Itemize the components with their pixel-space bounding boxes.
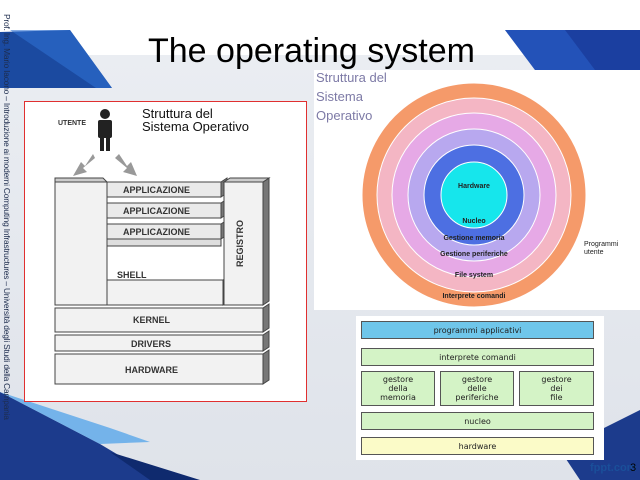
ring-label-5: Hardware	[458, 183, 490, 190]
ring-label-0: Interprete comandi	[442, 293, 505, 300]
hardware-label: HARDWARE	[125, 365, 178, 375]
kernel-block	[54, 303, 270, 333]
slide-title: The operating system	[148, 32, 475, 70]
top-left-decoration	[0, 30, 140, 90]
top-right-decoration	[505, 30, 640, 72]
drivers-block	[54, 330, 270, 352]
app-label-1: APPLICAZIONE	[123, 185, 190, 195]
concentric-rings-diagram: Struttura del Sistema Operativo Interpre…	[314, 70, 640, 310]
shell-layer: interprete comandi	[361, 348, 594, 366]
user-figure-icon	[98, 109, 112, 151]
rings-title-line3: Operativo	[316, 108, 372, 123]
os-structure-svg: UTENTE Struttura del Sistema Operativo S…	[54, 106, 271, 385]
shell-label: SHELL	[117, 270, 147, 280]
app-boxes	[106, 177, 228, 247]
fppt-logo: fppt.com	[590, 462, 637, 474]
rings-group: Interprete comandi File system Gestione pe…	[361, 82, 587, 308]
apps-layer: programmi applicativi	[361, 321, 594, 339]
rings-title-line1: Struttura del	[316, 70, 387, 85]
registry-block	[222, 177, 271, 306]
rings-svg: Struttura del Sistema Operativo Interpre…	[316, 70, 619, 308]
os-structure-diagram: UTENTE Struttura del Sistema Operativo S…	[24, 101, 307, 402]
side-footer-label: Prof. Ing. Mario Iacono – Introduzione a…	[2, 14, 12, 420]
left-title-line2: Sistema Operativo	[142, 119, 249, 134]
ring-label-3: Gestione memoria	[443, 235, 504, 242]
ring-label-1: File system	[455, 272, 493, 279]
user-label: UTENTE	[58, 120, 86, 127]
memory-manager-layer: gestore della memoria	[361, 371, 435, 406]
app-label-3: APPLICAZIONE	[123, 227, 190, 237]
ring-label-4: Nucleo	[462, 218, 485, 225]
side-footer-text: Prof. Ing. Mario Iacono – Introduzione a…	[1, 14, 15, 469]
outer-label-line2: utente	[584, 249, 604, 256]
device-manager-layer: gestore delle periferiche	[440, 371, 514, 406]
page-number: 3	[630, 462, 637, 474]
hardware-layer: hardware	[361, 437, 594, 455]
outer-label-line1: Programmi	[584, 241, 619, 248]
rings-title-line2: Sistema	[316, 89, 364, 104]
down-arrows-icon	[73, 154, 137, 176]
left-title-line1: Struttura del	[142, 106, 213, 121]
kernel-label: KERNEL	[133, 315, 171, 325]
registry-label: REGISTRO	[235, 220, 245, 267]
drivers-label: DRIVERS	[131, 339, 171, 349]
hardware-block	[54, 349, 270, 385]
bottom-left-decoration	[0, 392, 220, 480]
file-manager-layer: gestore dei file	[519, 371, 594, 406]
ring-5	[440, 161, 508, 229]
ring-label-2: Gestione periferiche	[440, 251, 508, 258]
layer-table: programmi applicativi interprete comandi…	[356, 316, 604, 460]
app-label-2: APPLICAZIONE	[123, 206, 190, 216]
kernel-layer: nucleo	[361, 412, 594, 430]
